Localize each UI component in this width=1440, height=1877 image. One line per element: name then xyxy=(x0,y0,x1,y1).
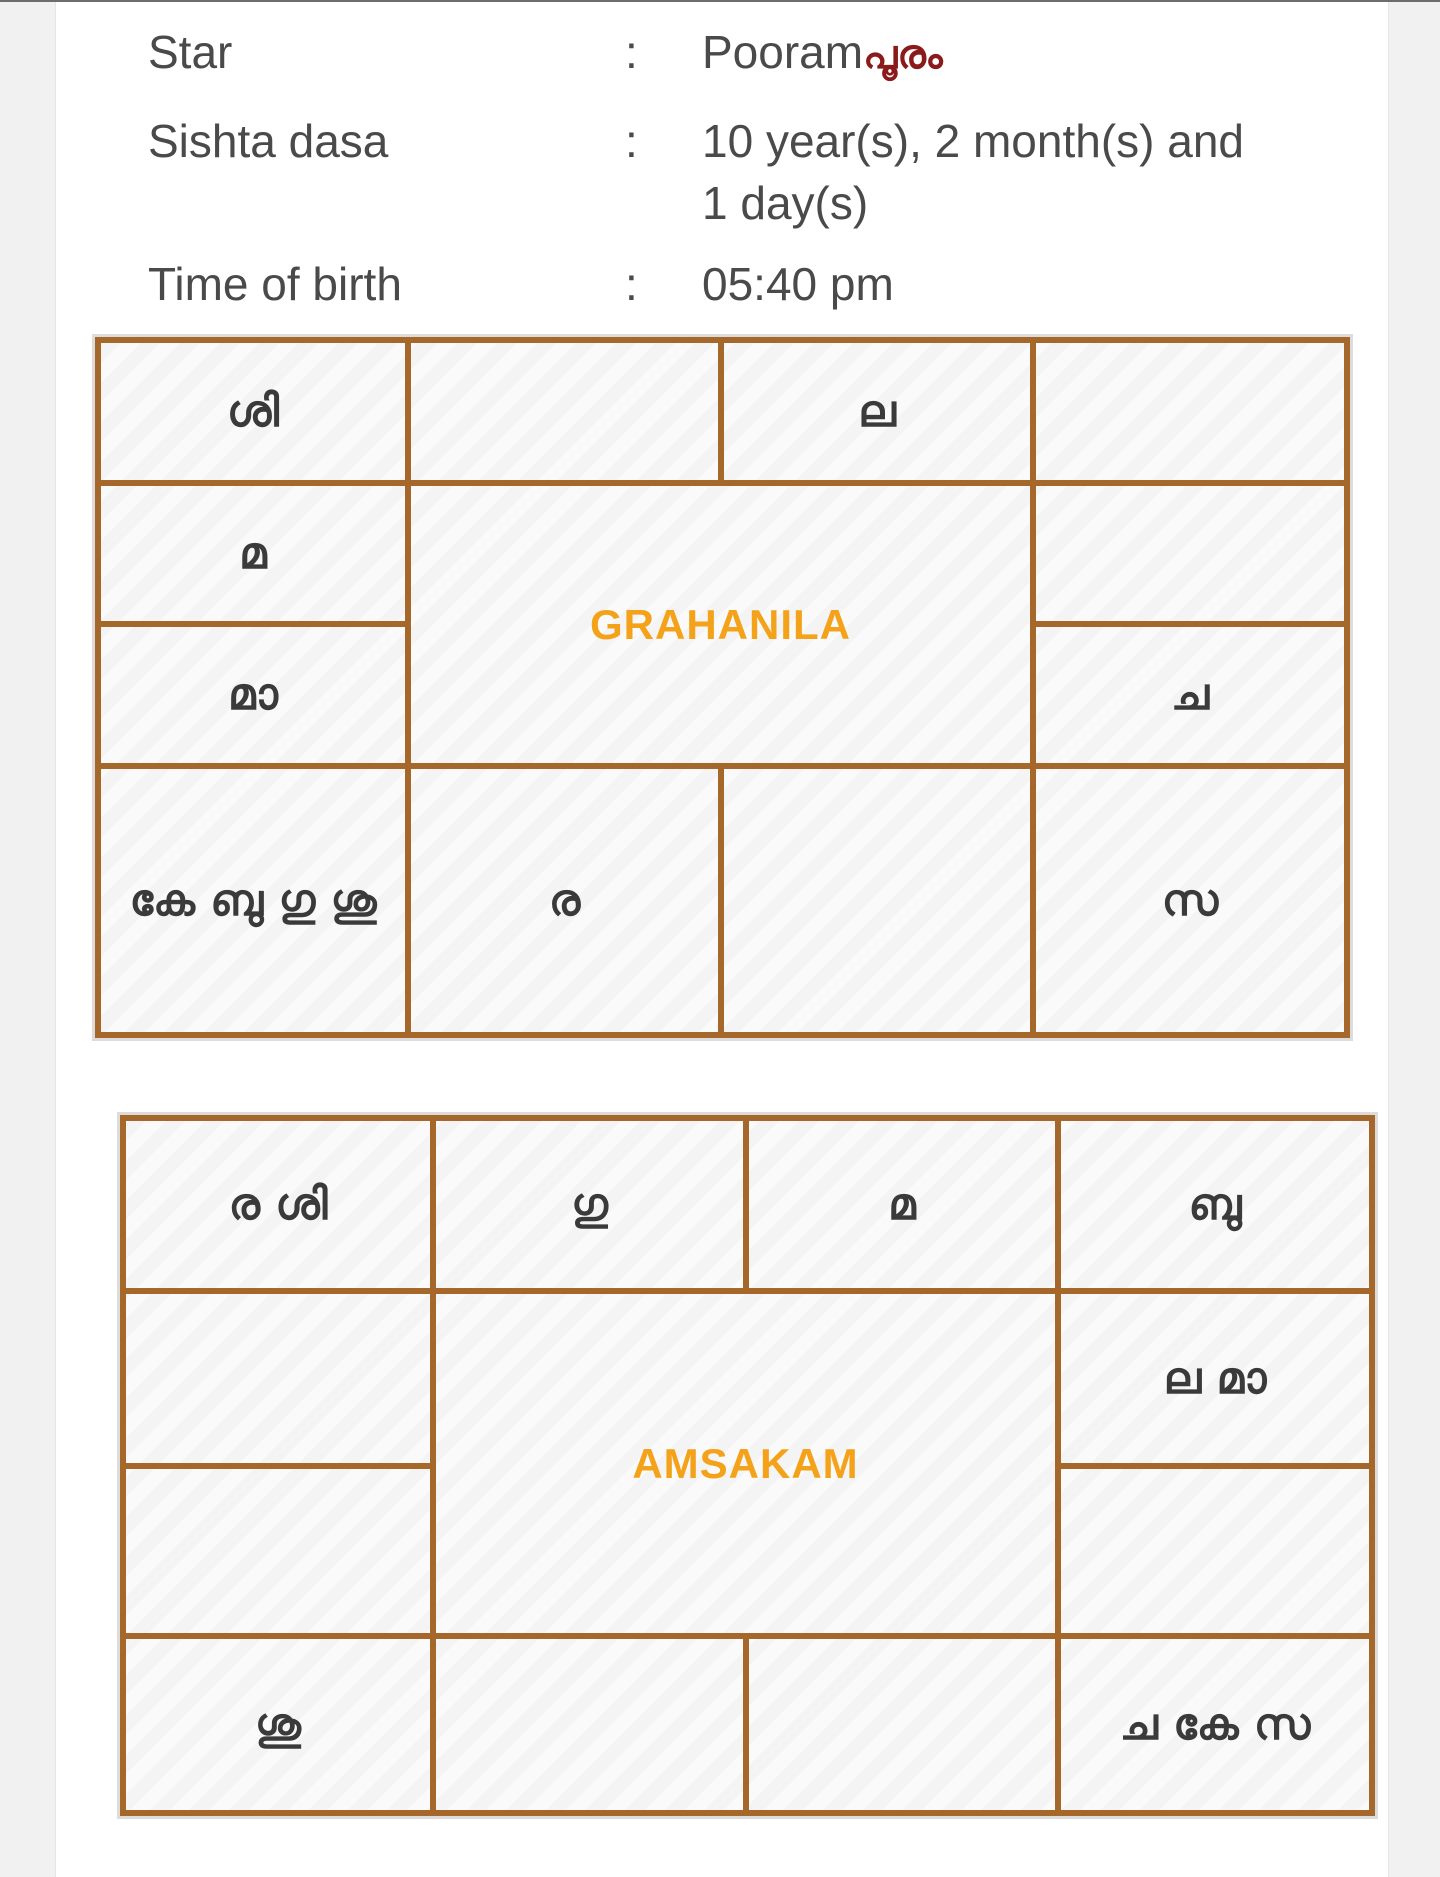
time-of-birth-value: 05:40 pm xyxy=(702,258,894,310)
grid-line xyxy=(126,1633,1369,1639)
grid-line xyxy=(405,343,411,1032)
house-cell: സ xyxy=(1161,874,1219,926)
amsakam-chart: ര ശി ഗു മ ബു ല മാ ശു ച കേ സ AMSAKAM xyxy=(120,1115,1375,1816)
grid-line xyxy=(126,1288,1369,1294)
house-cell: ബു xyxy=(1188,1178,1242,1230)
house-cell: മ xyxy=(239,527,267,579)
grid-line xyxy=(743,1633,749,1810)
grid-line xyxy=(743,1121,749,1288)
star-value-malayalam: പൂരം xyxy=(863,32,943,78)
amsakam-chart-frame: ര ശി ഗു മ ബു ല മാ ശു ച കേ സ AMSAKAM xyxy=(117,1112,1378,1819)
house-cell: മ xyxy=(888,1178,916,1230)
grid-line xyxy=(718,763,724,1032)
house-cell: കേ ബു ഗു ശു xyxy=(129,874,377,926)
house-cell xyxy=(1036,486,1344,621)
sishta-dasa-label: Sishta dasa xyxy=(148,115,389,167)
star-label: Star xyxy=(148,26,233,78)
colon: : xyxy=(625,258,638,310)
grid-line xyxy=(1055,1121,1061,1810)
house-cell xyxy=(126,1469,430,1633)
house-cell: ച xyxy=(1170,669,1210,720)
time-of-birth-label: Time of birth xyxy=(148,258,402,310)
grahanila-chart-frame: ശി ല മ മാ ച കേ ബു ഗു ശു ര സ GRAHANILA xyxy=(92,334,1353,1041)
house-cell xyxy=(1061,1469,1369,1633)
grid-line xyxy=(126,1463,430,1469)
house-cell: ശു xyxy=(255,1698,301,1750)
house-cell xyxy=(724,769,1030,1032)
grid-line xyxy=(1030,343,1036,1032)
house-cell: മാ xyxy=(228,669,278,720)
grid-line xyxy=(718,343,724,480)
house-cell: ല xyxy=(858,385,896,437)
horoscope-page: Star : Pooramപൂരം Sishta dasa : 10 year(… xyxy=(55,2,1389,1877)
house-cell xyxy=(436,1639,743,1810)
grid-line xyxy=(101,480,1344,486)
house-cell: ച കേ സ xyxy=(1119,1698,1311,1750)
house-cell xyxy=(1036,343,1344,480)
star-value: Pooramപൂരം xyxy=(702,21,1262,86)
house-cell: ര ശി xyxy=(228,1178,328,1230)
star-value-english: Pooram xyxy=(702,26,864,78)
house-cell xyxy=(126,1294,430,1463)
grid-line xyxy=(1036,621,1344,627)
sishta-dasa-value: 10 year(s), 2 month(s) and 1 day(s) xyxy=(702,115,1245,229)
grid-line xyxy=(430,1121,436,1810)
grahanila-title: GRAHANILA xyxy=(590,600,851,648)
house-cell xyxy=(411,343,718,480)
grid-line xyxy=(101,621,405,627)
house-cell: ല മാ xyxy=(1163,1352,1267,1404)
grahanila-chart: ശി ല മ മാ ച കേ ബു ഗു ശു ര സ GRAHANILA xyxy=(95,337,1350,1038)
grid-line xyxy=(101,763,1344,769)
top-divider xyxy=(0,0,1440,2)
amsakam-title: AMSAKAM xyxy=(632,1439,859,1487)
house-cell: ര xyxy=(548,874,581,926)
house-cell: ഗു xyxy=(571,1178,608,1230)
house-cell xyxy=(749,1639,1055,1810)
colon: : xyxy=(625,26,638,78)
colon: : xyxy=(625,115,638,167)
house-cell: ശി xyxy=(226,385,280,437)
grid-line xyxy=(1061,1463,1369,1469)
